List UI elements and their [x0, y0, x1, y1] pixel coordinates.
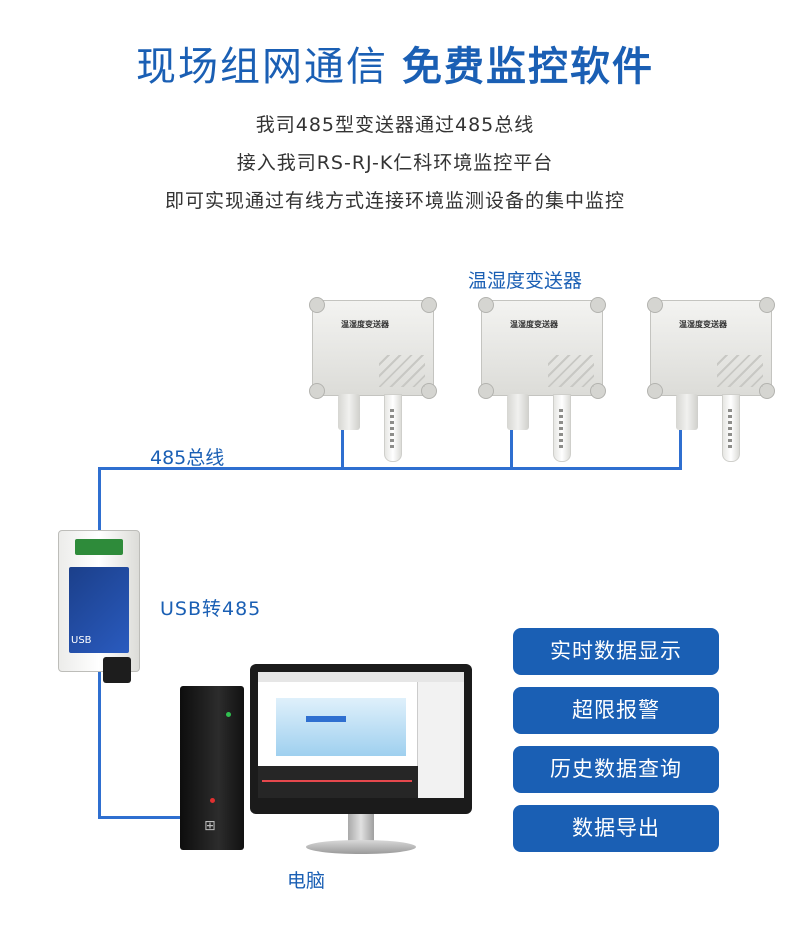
software-side-panel [417, 682, 464, 798]
feature-data-export: 数据导出 [513, 805, 719, 852]
converter-usb-tag: USB [71, 635, 92, 646]
windows-logo-icon: ⊞ [204, 818, 216, 834]
feature-realtime-display: 实时数据显示 [513, 628, 719, 675]
vent-stripes [548, 355, 594, 387]
intro-line-3: 即可实现通过有线方式连接环境监测设备的集中监控 [164, 190, 625, 212]
usb-cable-vertical [98, 670, 101, 818]
vent-stripes [379, 355, 425, 387]
sensor-device: 温湿度变送器 [647, 297, 775, 470]
mounting-ear [590, 297, 606, 313]
mounting-ear [309, 297, 325, 313]
usb-485-converter: USB [58, 530, 140, 683]
page-title: 现场组网通信免费监控软件 [0, 34, 790, 92]
mounting-ear [421, 383, 437, 399]
mounting-ear [478, 383, 494, 399]
bus-to-converter [98, 467, 101, 530]
sensor-device-label: 温湿度变送器 [341, 320, 389, 329]
sensor-probe [722, 394, 740, 462]
cable-gland [676, 394, 698, 430]
feature-overlimit-alarm: 超限报警 [513, 687, 719, 734]
usb-cable-horizontal [98, 816, 182, 819]
sensor-enclosure: 温湿度变送器 [647, 297, 775, 399]
mounting-ear [647, 297, 663, 313]
sensor-probe [553, 394, 571, 462]
terminal-block [75, 539, 123, 555]
cable-gland [338, 394, 360, 430]
sensor-probe [384, 394, 402, 462]
sensor-enclosure: 温湿度变送器 [478, 297, 606, 399]
bus-drop-2 [510, 420, 513, 469]
vent-stripes [717, 355, 763, 387]
title-part-1: 现场组网通信 [136, 44, 388, 90]
pc-tower: ⊞ [180, 686, 244, 850]
cable-gland [507, 394, 529, 430]
mounting-ear [759, 383, 775, 399]
mounting-ear [590, 383, 606, 399]
feature-history-query: 历史数据查询 [513, 746, 719, 793]
title-part-2: 免费监控软件 [402, 44, 654, 90]
power-led [226, 712, 231, 717]
mounting-ear [759, 297, 775, 313]
mounting-ear [309, 383, 325, 399]
sensor-device: 温湿度变送器 [478, 297, 606, 470]
mounting-ear [421, 297, 437, 313]
sensor-device-label: 温湿度变送器 [510, 320, 558, 329]
bus-drop-3 [679, 420, 682, 469]
usb-plug [103, 657, 131, 683]
intro-line-1: 我司485型变送器通过485总线 [255, 114, 535, 136]
converter-label: USB转485 [160, 598, 262, 620]
sensor-enclosure: 温湿度变送器 [309, 297, 437, 399]
software-banner [276, 698, 406, 756]
bus-drop-1 [341, 420, 344, 469]
monitor-neck [348, 814, 374, 844]
status-led [210, 798, 215, 803]
bus-label: 485总线 [150, 447, 225, 469]
monitor-base [306, 840, 416, 854]
software-toolbar [258, 672, 464, 682]
sensor-group-label: 温湿度变送器 [468, 270, 583, 292]
mounting-ear [478, 297, 494, 313]
monitor-screen [258, 672, 464, 798]
intro-line-2: 接入我司RS-RJ-K仁科环境监控平台 [236, 152, 554, 174]
software-curve-panel [258, 766, 418, 798]
monitor [250, 664, 472, 854]
sensor-device: 温湿度变送器 [309, 297, 437, 470]
computer-label: 电脑 [287, 870, 326, 892]
bus-wire-horizontal [98, 467, 682, 470]
converter-front-panel [69, 567, 129, 653]
sensor-device-label: 温湿度变送器 [679, 320, 727, 329]
mounting-ear [647, 383, 663, 399]
